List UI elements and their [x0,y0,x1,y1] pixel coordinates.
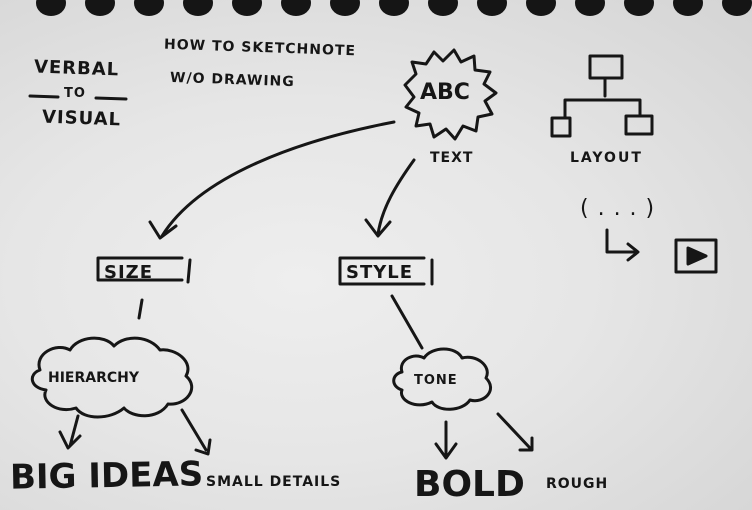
layout-label: LAYOUT [570,150,643,166]
ellipsis-label: ( . . . ) [580,196,656,221]
arrow-to-small-details [180,408,212,456]
style-box [338,256,434,286]
size-label: SIZE [104,262,154,283]
small-details-label: SMALL DETAILS [206,474,342,490]
text-label: TEXT [430,150,474,166]
heading-verbal: VERBAL [33,56,120,81]
arrow-to-big-ideas [58,414,82,450]
hierarchy-cloud [30,336,194,419]
dash-lines [28,94,128,101]
layout-hierarchy-icon [550,54,654,138]
spiral-binding-holes [0,0,752,30]
style-connector [390,294,424,350]
rough-label: ROUGH [546,476,609,492]
play-button-icon [674,238,718,274]
abc-label: ABC [420,80,470,105]
hierarchy-label: HIERARCHY [48,370,140,386]
tone-label: TONE [414,373,458,388]
bold-label: BOLD [414,464,525,505]
abc-burst-icon [403,48,498,141]
arrow-abc-to-size [148,120,396,240]
size-connector [137,298,144,320]
arrow-to-play [605,228,640,262]
tone-cloud [392,347,493,411]
size-box [96,256,192,284]
style-label: STYLE [346,262,414,283]
arrow-to-bold [434,420,458,460]
arrow-text-to-style [364,158,416,238]
big-ideas-label: BIG IDEAS [9,454,204,498]
heading-to: TO [64,86,86,101]
arrow-to-rough [496,412,534,452]
heading-visual: VISUAL [41,106,122,131]
